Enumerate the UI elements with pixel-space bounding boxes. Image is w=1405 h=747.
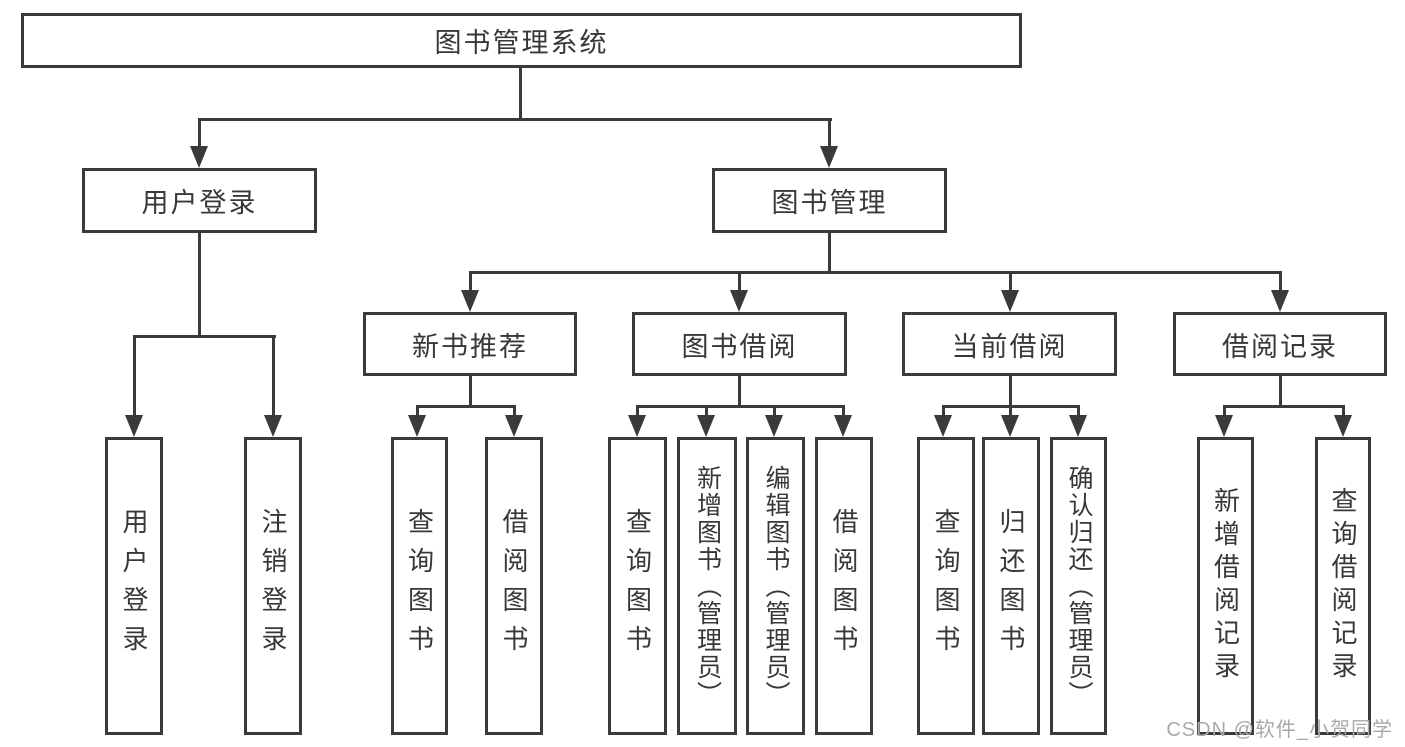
- arrowhead-login: [190, 146, 208, 168]
- connector-login-hbar: [133, 335, 276, 338]
- connector-current-stem: [1009, 271, 1012, 293]
- arrowhead-borrow-leaf2: [697, 415, 715, 437]
- leaf-records-add-record-label: 新增借阅记录: [1210, 487, 1241, 685]
- leaf-borrow-edit-books-admin-label: 编辑图书（管理员）: [762, 464, 790, 708]
- connector-recommend-down: [469, 374, 472, 407]
- connector-mgmt-down: [828, 231, 831, 274]
- connector-records-stem: [1279, 271, 1282, 293]
- node-current-borrow-label: 当前借阅: [951, 331, 1068, 362]
- connector-recommend-leaf1-stem: [416, 405, 419, 419]
- connector-current-leaf2-stem: [1009, 405, 1012, 419]
- connector-borrow-leaf4-stem: [842, 405, 845, 419]
- arrowhead-borrow-leaf3: [765, 415, 783, 437]
- leaf-recommend-borrow-books-label: 借阅图书: [499, 508, 529, 664]
- connector-records-leaf1-stem: [1223, 405, 1226, 419]
- node-book-management: 图书管理: [712, 168, 947, 233]
- leaf-current-confirm-return-admin: 确认归还（管理员）: [1050, 437, 1107, 735]
- leaf-current-query-books: 查询图书: [917, 437, 975, 735]
- node-root-label: 图书管理系统: [434, 28, 609, 58]
- connector-mgmt-hbar: [469, 271, 1282, 274]
- connector-records-leaf2-stem: [1342, 405, 1345, 419]
- node-new-book-recommend-label: 新书推荐: [412, 331, 528, 362]
- connector-records-down: [1279, 374, 1282, 407]
- arrowhead-borrow: [730, 290, 748, 312]
- leaf-borrow-add-books-admin-label: 新增图书（管理员）: [693, 464, 722, 708]
- node-user-login: 用户登录: [82, 168, 317, 233]
- connector-recommend-stem: [469, 271, 472, 293]
- leaf-current-return-books-label: 归还图书: [996, 508, 1026, 664]
- leaf-records-query-record: 查询借阅记录: [1315, 437, 1371, 735]
- leaf-logout-label: 注销登录: [258, 508, 288, 664]
- connector-mgmt-stem: [828, 118, 831, 150]
- arrowhead-records: [1271, 290, 1289, 312]
- arrowhead-login-leaf2: [264, 415, 282, 437]
- arrowhead-recommend-leaf2: [505, 415, 523, 437]
- node-new-book-recommend: 新书推荐: [363, 312, 577, 376]
- connector-login-stem: [198, 118, 201, 150]
- node-book-management-label: 图书管理: [771, 188, 888, 218]
- arrowhead-records-leaf1: [1215, 415, 1233, 437]
- node-borrow-records: 借阅记录: [1173, 312, 1387, 376]
- node-borrow-records-label: 借阅记录: [1222, 331, 1338, 362]
- node-current-borrow: 当前借阅: [902, 312, 1117, 376]
- leaf-recommend-query-books: 查询图书: [391, 437, 448, 735]
- leaf-logout: 注销登录: [244, 437, 302, 735]
- leaf-borrow-add-books-admin: 新增图书（管理员）: [677, 437, 737, 735]
- leaf-current-confirm-return-admin-label: 确认归还（管理员）: [1065, 464, 1093, 708]
- connector-root-stem: [519, 68, 522, 121]
- node-root: 图书管理系统: [21, 13, 1022, 68]
- connector-login-down: [198, 231, 201, 337]
- connector-login-leaf2-stem: [272, 335, 275, 417]
- arrowhead-borrow-leaf4: [834, 415, 852, 437]
- leaf-borrow-borrow-books-label: 借阅图书: [829, 508, 859, 664]
- leaf-user-login: 用户登录: [105, 437, 163, 735]
- arrowhead-current: [1001, 290, 1019, 312]
- leaf-borrow-edit-books-admin: 编辑图书（管理员）: [746, 437, 805, 735]
- arrowhead-recommend-leaf1: [408, 415, 426, 437]
- csdn-watermark: CSDN @软件_小贺同学: [1166, 719, 1393, 741]
- leaf-user-login-label: 用户登录: [119, 508, 149, 664]
- leaf-records-query-record-label: 查询借阅记录: [1328, 487, 1358, 685]
- node-book-borrow-label: 图书借阅: [681, 331, 798, 362]
- leaf-borrow-query-books: 查询图书: [608, 437, 667, 735]
- node-user-login-label: 用户登录: [141, 188, 258, 218]
- connector-records-hbar: [1223, 405, 1345, 408]
- connector-borrow-down: [738, 374, 741, 407]
- connector-current-down: [1009, 374, 1012, 407]
- connector-borrow-leaf2-stem: [705, 405, 708, 419]
- connector-borrow-stem: [738, 271, 741, 293]
- connector-current-leaf1-stem: [942, 405, 945, 419]
- arrowhead-current-leaf2: [1001, 415, 1019, 437]
- connector-current-leaf3-stem: [1077, 405, 1080, 419]
- arrowhead-records-leaf2: [1334, 415, 1352, 437]
- connector-borrow-hbar: [636, 405, 844, 408]
- arrowhead-current-leaf3: [1069, 415, 1087, 437]
- connector-borrow-leaf1-stem: [636, 405, 639, 419]
- leaf-borrow-borrow-books: 借阅图书: [815, 437, 873, 735]
- connector-root-hbar: [198, 118, 832, 121]
- node-book-borrow: 图书借阅: [632, 312, 847, 376]
- connector-recommend-hbar: [416, 405, 516, 408]
- arrowhead-current-leaf1: [934, 415, 952, 437]
- leaf-recommend-borrow-books: 借阅图书: [485, 437, 543, 735]
- leaf-current-query-books-label: 查询图书: [931, 508, 961, 664]
- leaf-borrow-query-books-label: 查询图书: [622, 508, 653, 664]
- connector-recommend-leaf2-stem: [513, 405, 516, 419]
- arrowhead-login-leaf1: [125, 415, 143, 437]
- connector-borrow-leaf3-stem: [773, 405, 776, 419]
- arrowhead-borrow-leaf1: [628, 415, 646, 437]
- leaf-records-add-record: 新增借阅记录: [1197, 437, 1254, 735]
- leaf-current-return-books: 归还图书: [982, 437, 1040, 735]
- arrowhead-mgmt: [820, 146, 838, 168]
- connector-login-leaf1-stem: [133, 335, 136, 417]
- leaf-recommend-query-books-label: 查询图书: [404, 508, 435, 664]
- arrowhead-recommend: [461, 290, 479, 312]
